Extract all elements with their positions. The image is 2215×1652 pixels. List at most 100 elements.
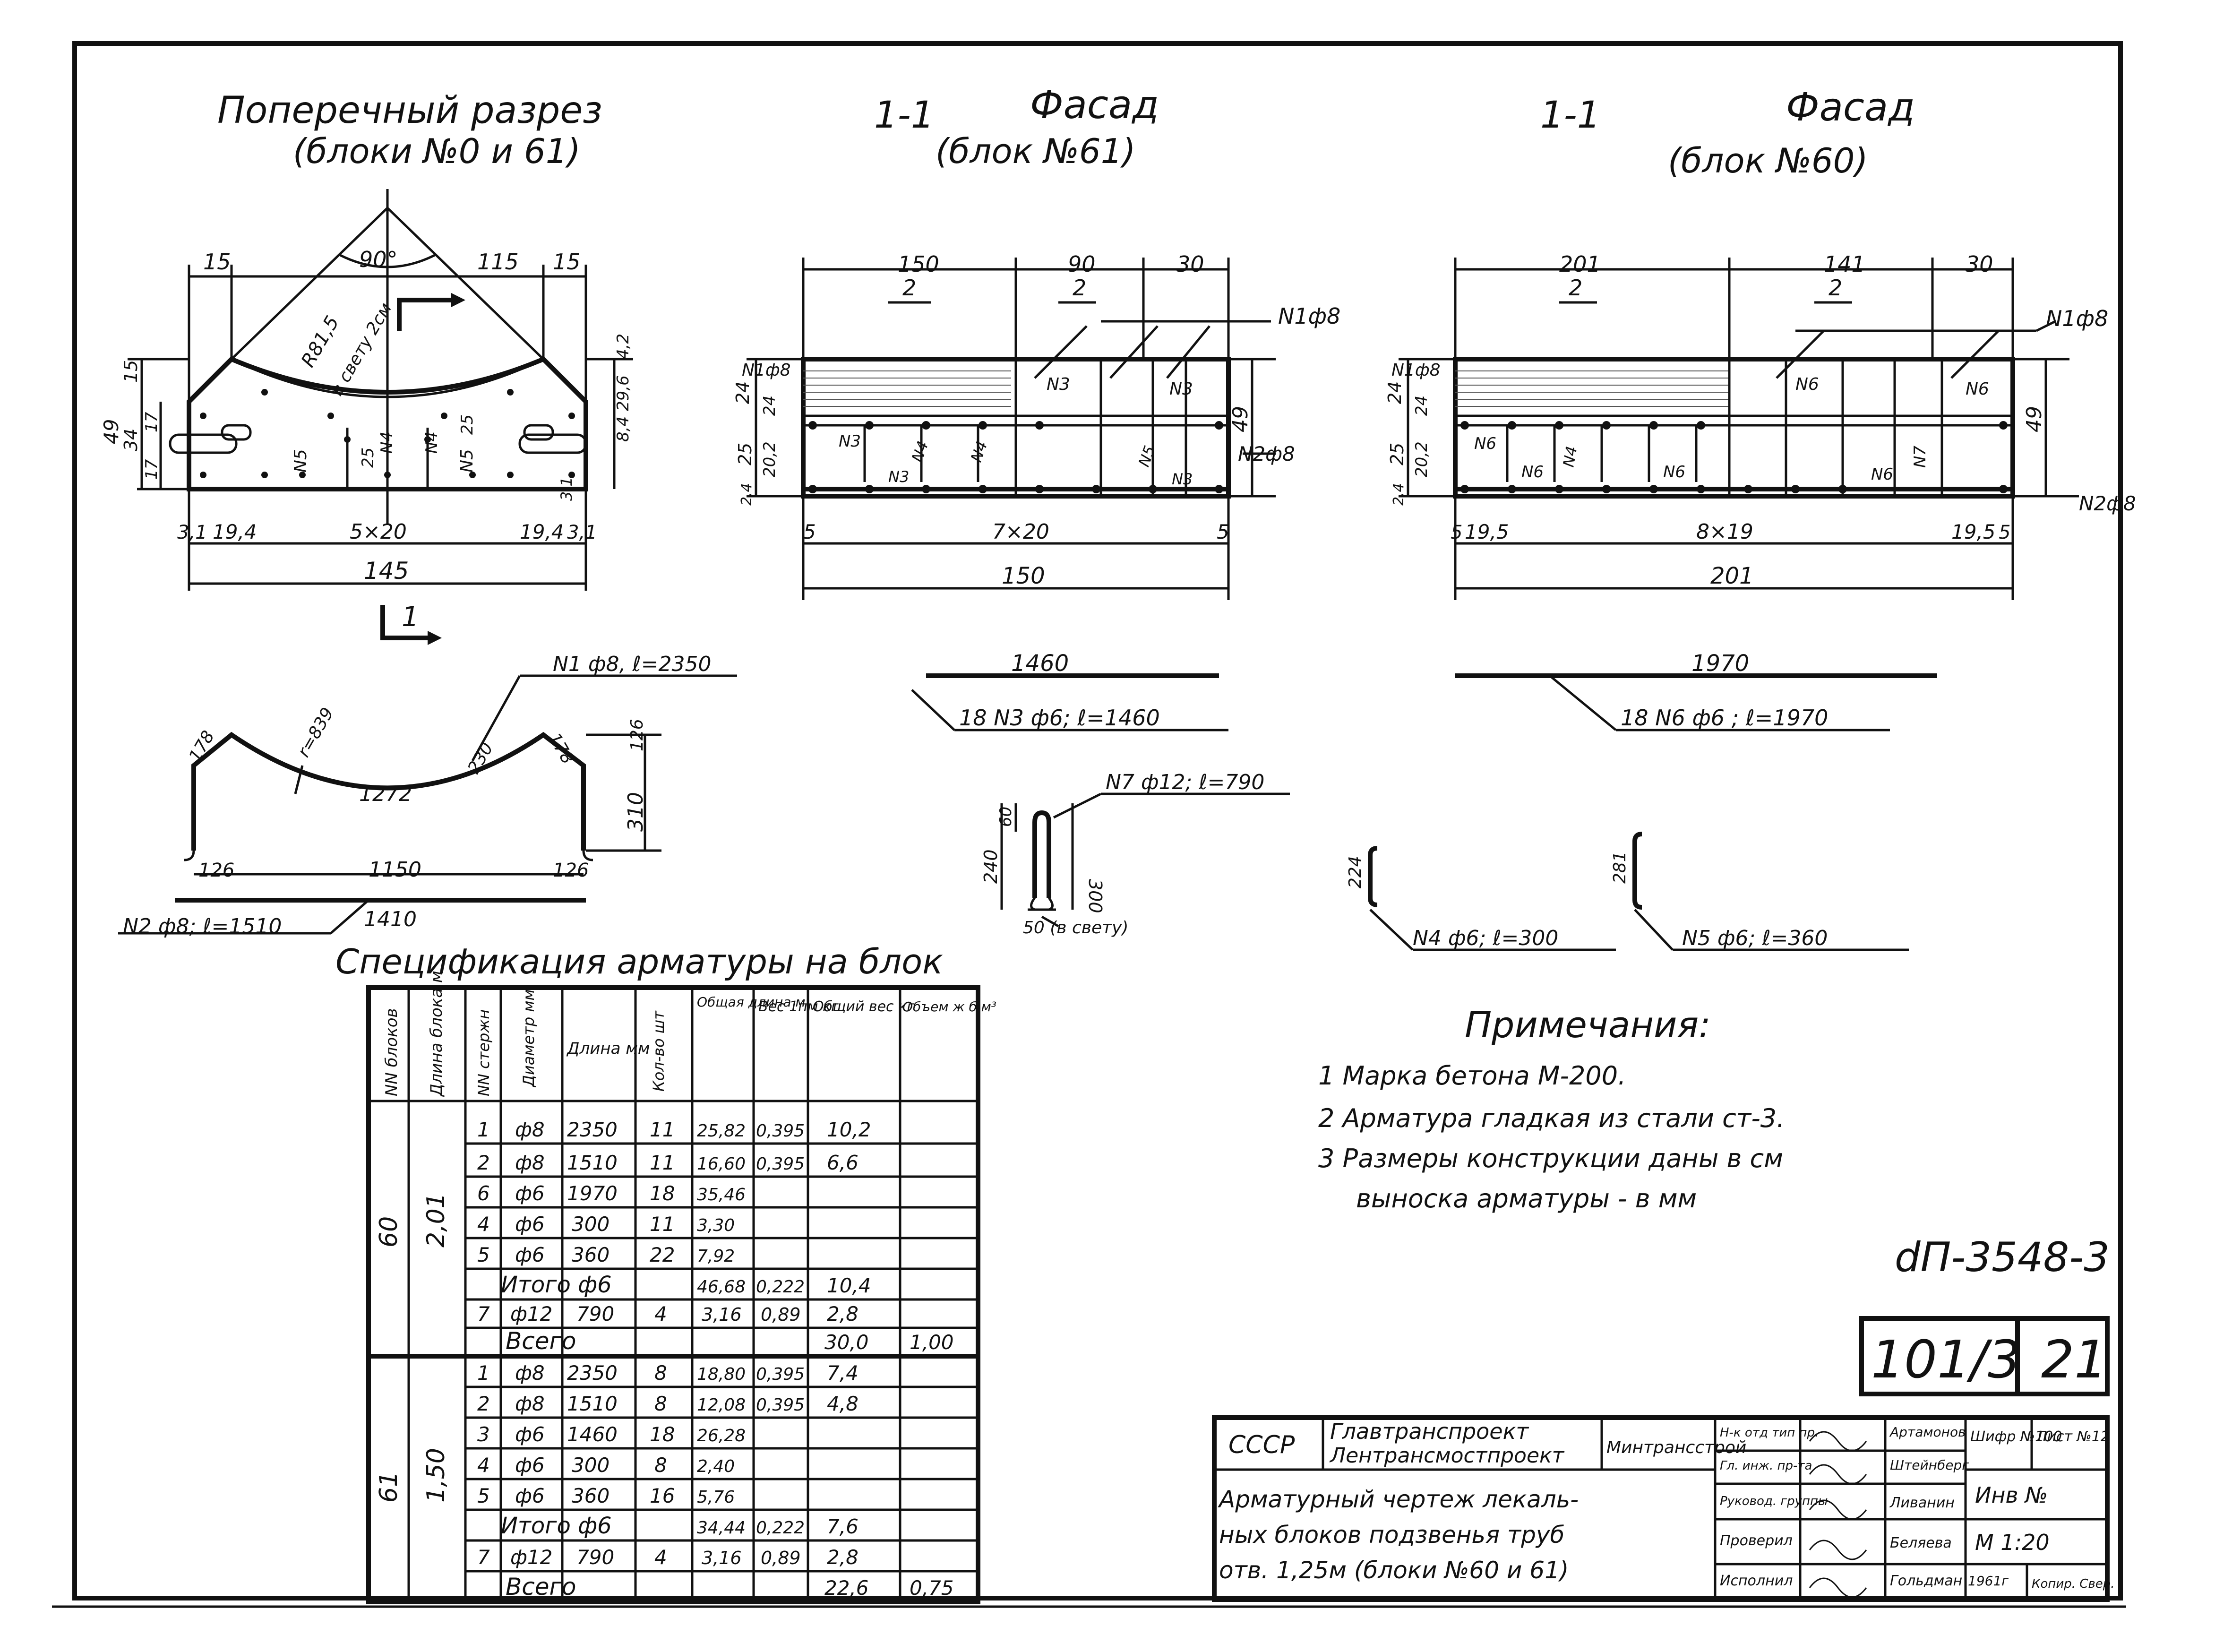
b60-r2-c6: 6,6 xyxy=(827,1151,859,1174)
b61-subtotal-len: 34,44 xyxy=(697,1518,746,1538)
b60-r7-c2: 790 xyxy=(576,1302,614,1325)
f60-right-49: 49 xyxy=(2022,406,2046,432)
f61-label-n5: N5 xyxy=(1135,443,1159,469)
b61-r2-c0: 2 xyxy=(477,1392,490,1415)
spec-b61-block: 61 xyxy=(375,1471,403,1503)
cs-left-34: 34 xyxy=(120,429,141,451)
f60-left-24c: 2,4 xyxy=(1391,483,1407,506)
b61-r3-c1: ф6 xyxy=(515,1423,545,1446)
stamp-copy: Копир. Свер. xyxy=(2032,1577,2115,1591)
cs-bottom-194-left: 19,4 xyxy=(213,520,257,543)
f60-total-201: 201 xyxy=(1710,563,1754,589)
stamp-signatures xyxy=(1809,1431,1867,1598)
b61-r7-c3: 4 xyxy=(654,1546,667,1569)
f61-total-150: 150 xyxy=(1002,563,1045,589)
bar1-dim-r839: r=839 xyxy=(294,705,337,761)
b61-r5-c1: ф6 xyxy=(515,1484,545,1507)
b60-r2-c5: 0,395 xyxy=(756,1154,805,1174)
spec-h-blocks: NN блоков xyxy=(382,1008,401,1096)
b60-subtotal-len: 46,68 xyxy=(697,1277,746,1297)
cs-left-17a: 17 xyxy=(142,412,161,432)
spec-b61-rows: 1 ф8 2350 8 18,80 0,395 7,4 2 ф8 1510 8 … xyxy=(477,1361,954,1600)
cs-bottom-5x20: 5×20 xyxy=(350,520,407,544)
stamp-cipher: Шифр №100 xyxy=(1970,1428,2062,1445)
facade60-number: 1-1 xyxy=(1540,94,1600,137)
b61-r1-c3: 8 xyxy=(654,1361,667,1385)
f61-bottom-5a: 5 xyxy=(803,520,816,543)
f61-label-n4-a: N4 xyxy=(908,439,932,465)
stamp-sheet: Лист №12 xyxy=(2036,1428,2110,1445)
stamp-role-5: Исполнил xyxy=(1720,1573,1793,1589)
bar2-label: N2 ф8; ℓ=1510 xyxy=(123,914,282,938)
b61-r4-c3: 8 xyxy=(654,1454,667,1477)
stamp-role-4: Проверил xyxy=(1720,1532,1793,1549)
b61-r7-c1: ф12 xyxy=(510,1546,552,1569)
b61-r7-c2: 790 xyxy=(576,1546,614,1569)
b61-total-volume: 0,75 xyxy=(910,1576,954,1600)
cs-left-17b: 17 xyxy=(142,459,161,480)
f60-top-141: 141 xyxy=(1824,251,1865,277)
f61-bar-len: 1460 xyxy=(1011,650,1069,677)
cross-section-title: Поперечный разрез xyxy=(217,89,602,132)
bar1-dim-1150: 1150 xyxy=(369,858,421,882)
cs-label-n4-right: N4 xyxy=(422,431,441,454)
stamp-title-1: Арматурный чертеж лекаль- xyxy=(1218,1486,1579,1513)
b61-r7-c5: 0,89 xyxy=(761,1548,801,1568)
b60-r1-c3: 11 xyxy=(650,1118,675,1141)
b60-r1-c1: ф8 xyxy=(515,1118,545,1141)
b60-r4-c2: 300 xyxy=(572,1213,610,1236)
cs-bottom-31-right: 3,1 xyxy=(567,522,597,543)
sheet-number-box xyxy=(1859,1316,2110,1396)
stamp-org-2: Главтранспроект xyxy=(1330,1419,1529,1444)
f60-bottom-5a: 5 xyxy=(1451,522,1462,543)
b61-r5-c3: 16 xyxy=(650,1484,675,1507)
f61-right-49: 49 xyxy=(1228,406,1253,432)
b60-r4-c3: 11 xyxy=(650,1213,675,1236)
b61-r2-c1: ф8 xyxy=(515,1392,545,1415)
title-block-grid xyxy=(1212,1415,2110,1602)
b60-r2-c2: 1510 xyxy=(567,1151,618,1174)
b61-r7-c6: 2,8 xyxy=(827,1546,859,1569)
spec-h-diameter: Диаметр мм xyxy=(520,989,538,1088)
f61-label-n1f8: N1ф8 xyxy=(1278,303,1340,329)
spec-title: Спецификация арматуры на блок xyxy=(335,942,943,981)
b61-r4-c0: 4 xyxy=(477,1454,490,1477)
b61-r2-c3: 8 xyxy=(654,1392,667,1415)
b60-r1-c6: 10,2 xyxy=(827,1118,871,1141)
facade60-subtitle: (блок №60) xyxy=(1668,141,1868,181)
b61-r7-c4: 3,16 xyxy=(702,1548,742,1568)
cs-label-n5-left: N5 xyxy=(291,449,310,473)
note-3-cont: выноска арматуры - в мм xyxy=(1356,1184,1697,1213)
bar7-dim-300: 300 xyxy=(1085,879,1106,913)
b61-r4-c4: 2,40 xyxy=(697,1457,735,1476)
b60-total-volume: 1,00 xyxy=(910,1331,954,1354)
spec-b61-length: 1,50 xyxy=(422,1448,450,1503)
b61-r2-c5: 0,395 xyxy=(756,1395,805,1415)
cs-label-n5-right: N5 xyxy=(457,449,477,473)
note-1: 1 Марка бетона М-200. xyxy=(1318,1061,1626,1091)
b60-r1-c4: 25,82 xyxy=(697,1121,746,1141)
bar4-label: N4 ф6; ℓ=300 xyxy=(1413,926,1558,950)
stamp-name-4: Беляева xyxy=(1890,1535,1952,1551)
b60-r2-c0: 2 xyxy=(477,1151,490,1174)
cs-label-25-right: 25 xyxy=(458,414,477,435)
cs-dim-15-left: 15 xyxy=(203,249,231,275)
bar-n4-n5-drawing xyxy=(1368,832,1909,951)
f61-left-24b: 24 xyxy=(760,396,779,416)
bar1-dim-178-left: 178 xyxy=(185,727,218,765)
bar2-total: 1410 xyxy=(364,907,417,931)
bar-n7-drawing xyxy=(1000,792,1290,928)
spec-h-qty: Кол-во шт xyxy=(650,1010,668,1092)
stamp-name-5: Гольдман xyxy=(1890,1573,1962,1589)
notes-title: Примечания: xyxy=(1465,1004,1711,1046)
stamp-name-1: Артамонов xyxy=(1889,1424,1966,1440)
f60-left-24b: 24 xyxy=(1412,396,1431,416)
b60-subtotal-unit: 0,222 xyxy=(756,1277,805,1297)
stamp-role-2: Гл. инж. пр-та xyxy=(1720,1459,1812,1473)
bar1-dim-126-left: 126 xyxy=(198,860,234,881)
b60-r3-c4: 35,46 xyxy=(697,1185,746,1205)
cs-dim-115: 115 xyxy=(477,249,519,275)
f61-bottom-5b: 5 xyxy=(1217,520,1229,543)
cs-right-84: 8,4 xyxy=(614,416,633,442)
cs-section-mark: 1 xyxy=(402,601,419,633)
